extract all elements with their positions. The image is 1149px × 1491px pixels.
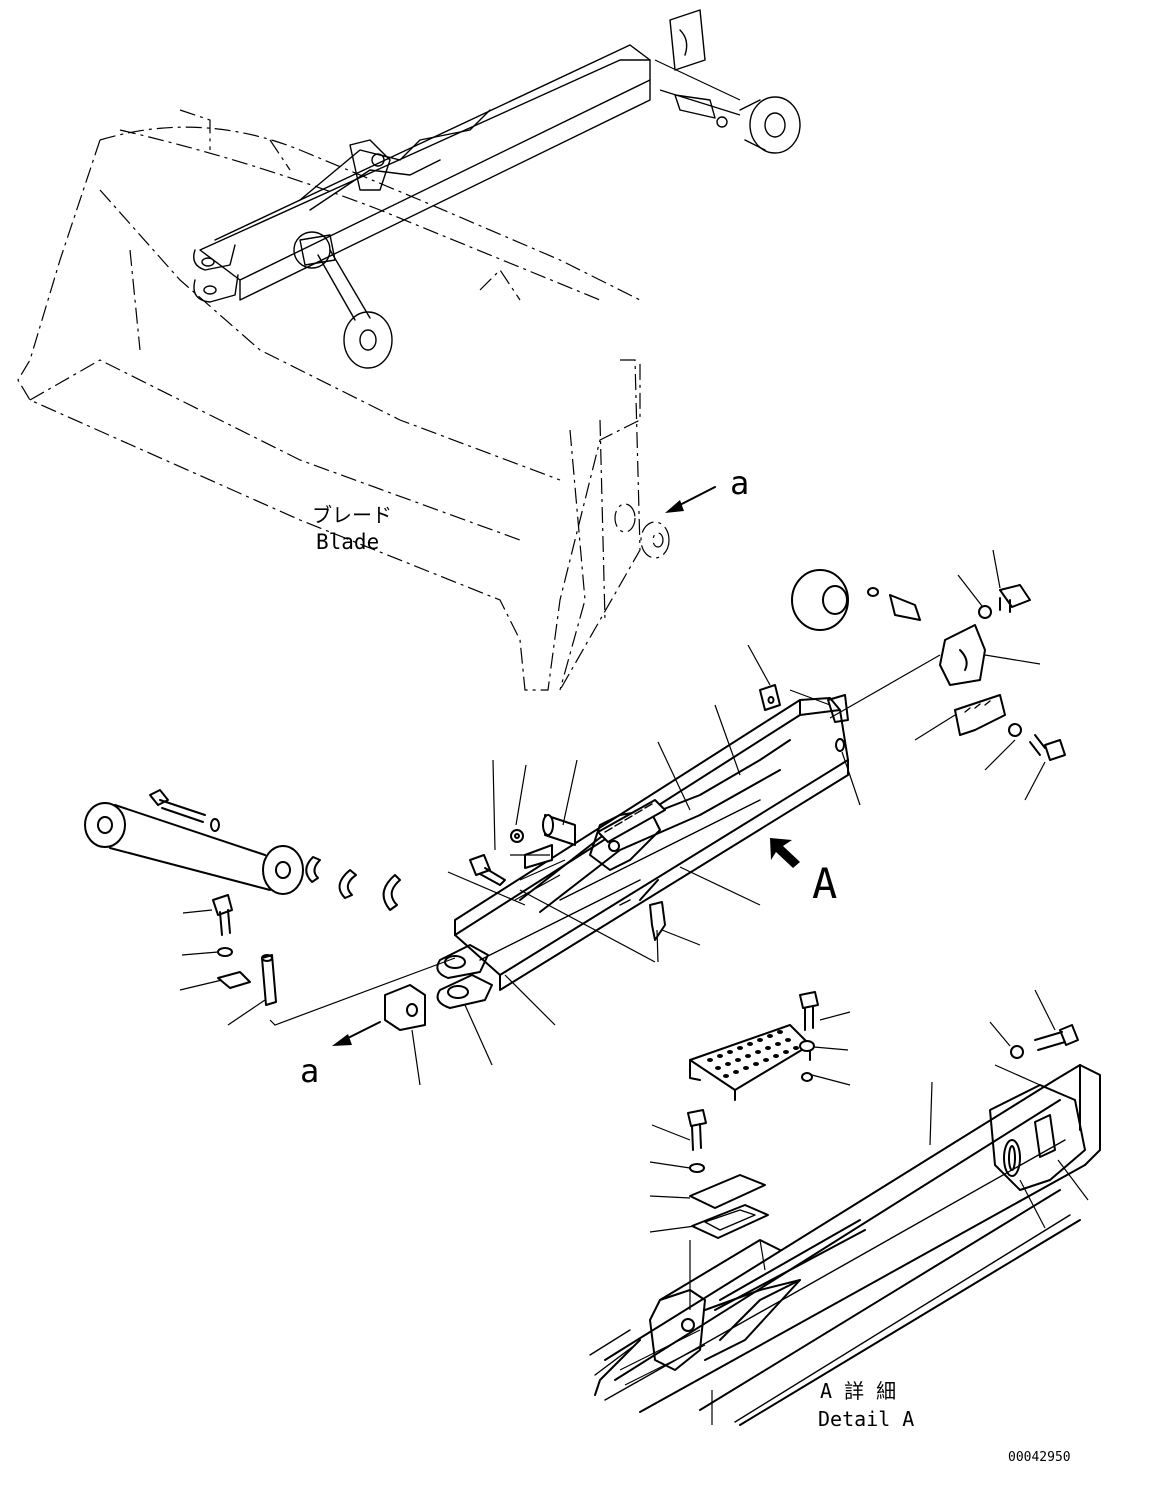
detail-a-letter: A — [812, 859, 837, 908]
step-holes — [707, 1030, 799, 1078]
arm-hardware-parts — [84, 569, 1066, 1031]
view-label-a-lower: a — [300, 1052, 319, 1090]
push-arm-frame — [436, 694, 849, 1009]
view-arrow-a-upper — [665, 486, 716, 513]
blade-label-jp: ブレード — [312, 503, 392, 527]
figure-number: 00042950 — [1008, 1450, 1071, 1465]
view-label-a-upper: a — [730, 464, 749, 502]
blade-outline — [17, 109, 670, 691]
detail-caption-en: Detail A — [818, 1407, 914, 1431]
leader-lines — [179, 549, 1046, 1086]
detail-a-leader-lines — [649, 989, 1089, 1425]
detail-a-drawing — [589, 991, 1101, 1426]
view-arrow-a-lower — [332, 1021, 381, 1046]
upper-push-arm — [193, 9, 801, 369]
blade-label-en: Blade — [316, 530, 379, 554]
detail-caption-jp: A 詳 細 — [820, 1379, 896, 1403]
detail-a-arrow — [770, 838, 800, 868]
